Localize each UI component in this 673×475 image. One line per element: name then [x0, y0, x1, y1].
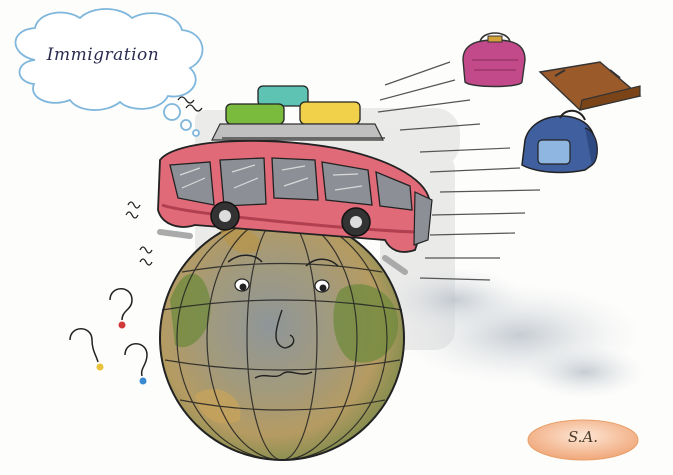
question-dot-red: [118, 321, 126, 329]
thought-bubble-icon: [14, 8, 204, 137]
speed-lines: [377, 61, 541, 281]
bus-icon: [157, 85, 433, 275]
globe-icon: [159, 215, 405, 461]
roof-bag-yellow: [299, 101, 361, 125]
backpack-icon: [521, 109, 598, 174]
signature-text: S.A.: [567, 428, 599, 446]
roof-bag-teal: [257, 85, 309, 107]
dust-cloud: [385, 268, 645, 398]
question-dot-yellow: [96, 363, 104, 371]
thought-bubble-text: Immigration: [46, 45, 160, 65]
purse-icon: [462, 32, 526, 88]
question-dot-blue: [139, 377, 147, 385]
signature-badge: [527, 419, 639, 461]
roof-bag-green: [225, 103, 285, 125]
motion-squiggles: [125, 96, 203, 266]
question-mark-icon: [69, 288, 148, 377]
suitcase-icon: [538, 61, 642, 111]
